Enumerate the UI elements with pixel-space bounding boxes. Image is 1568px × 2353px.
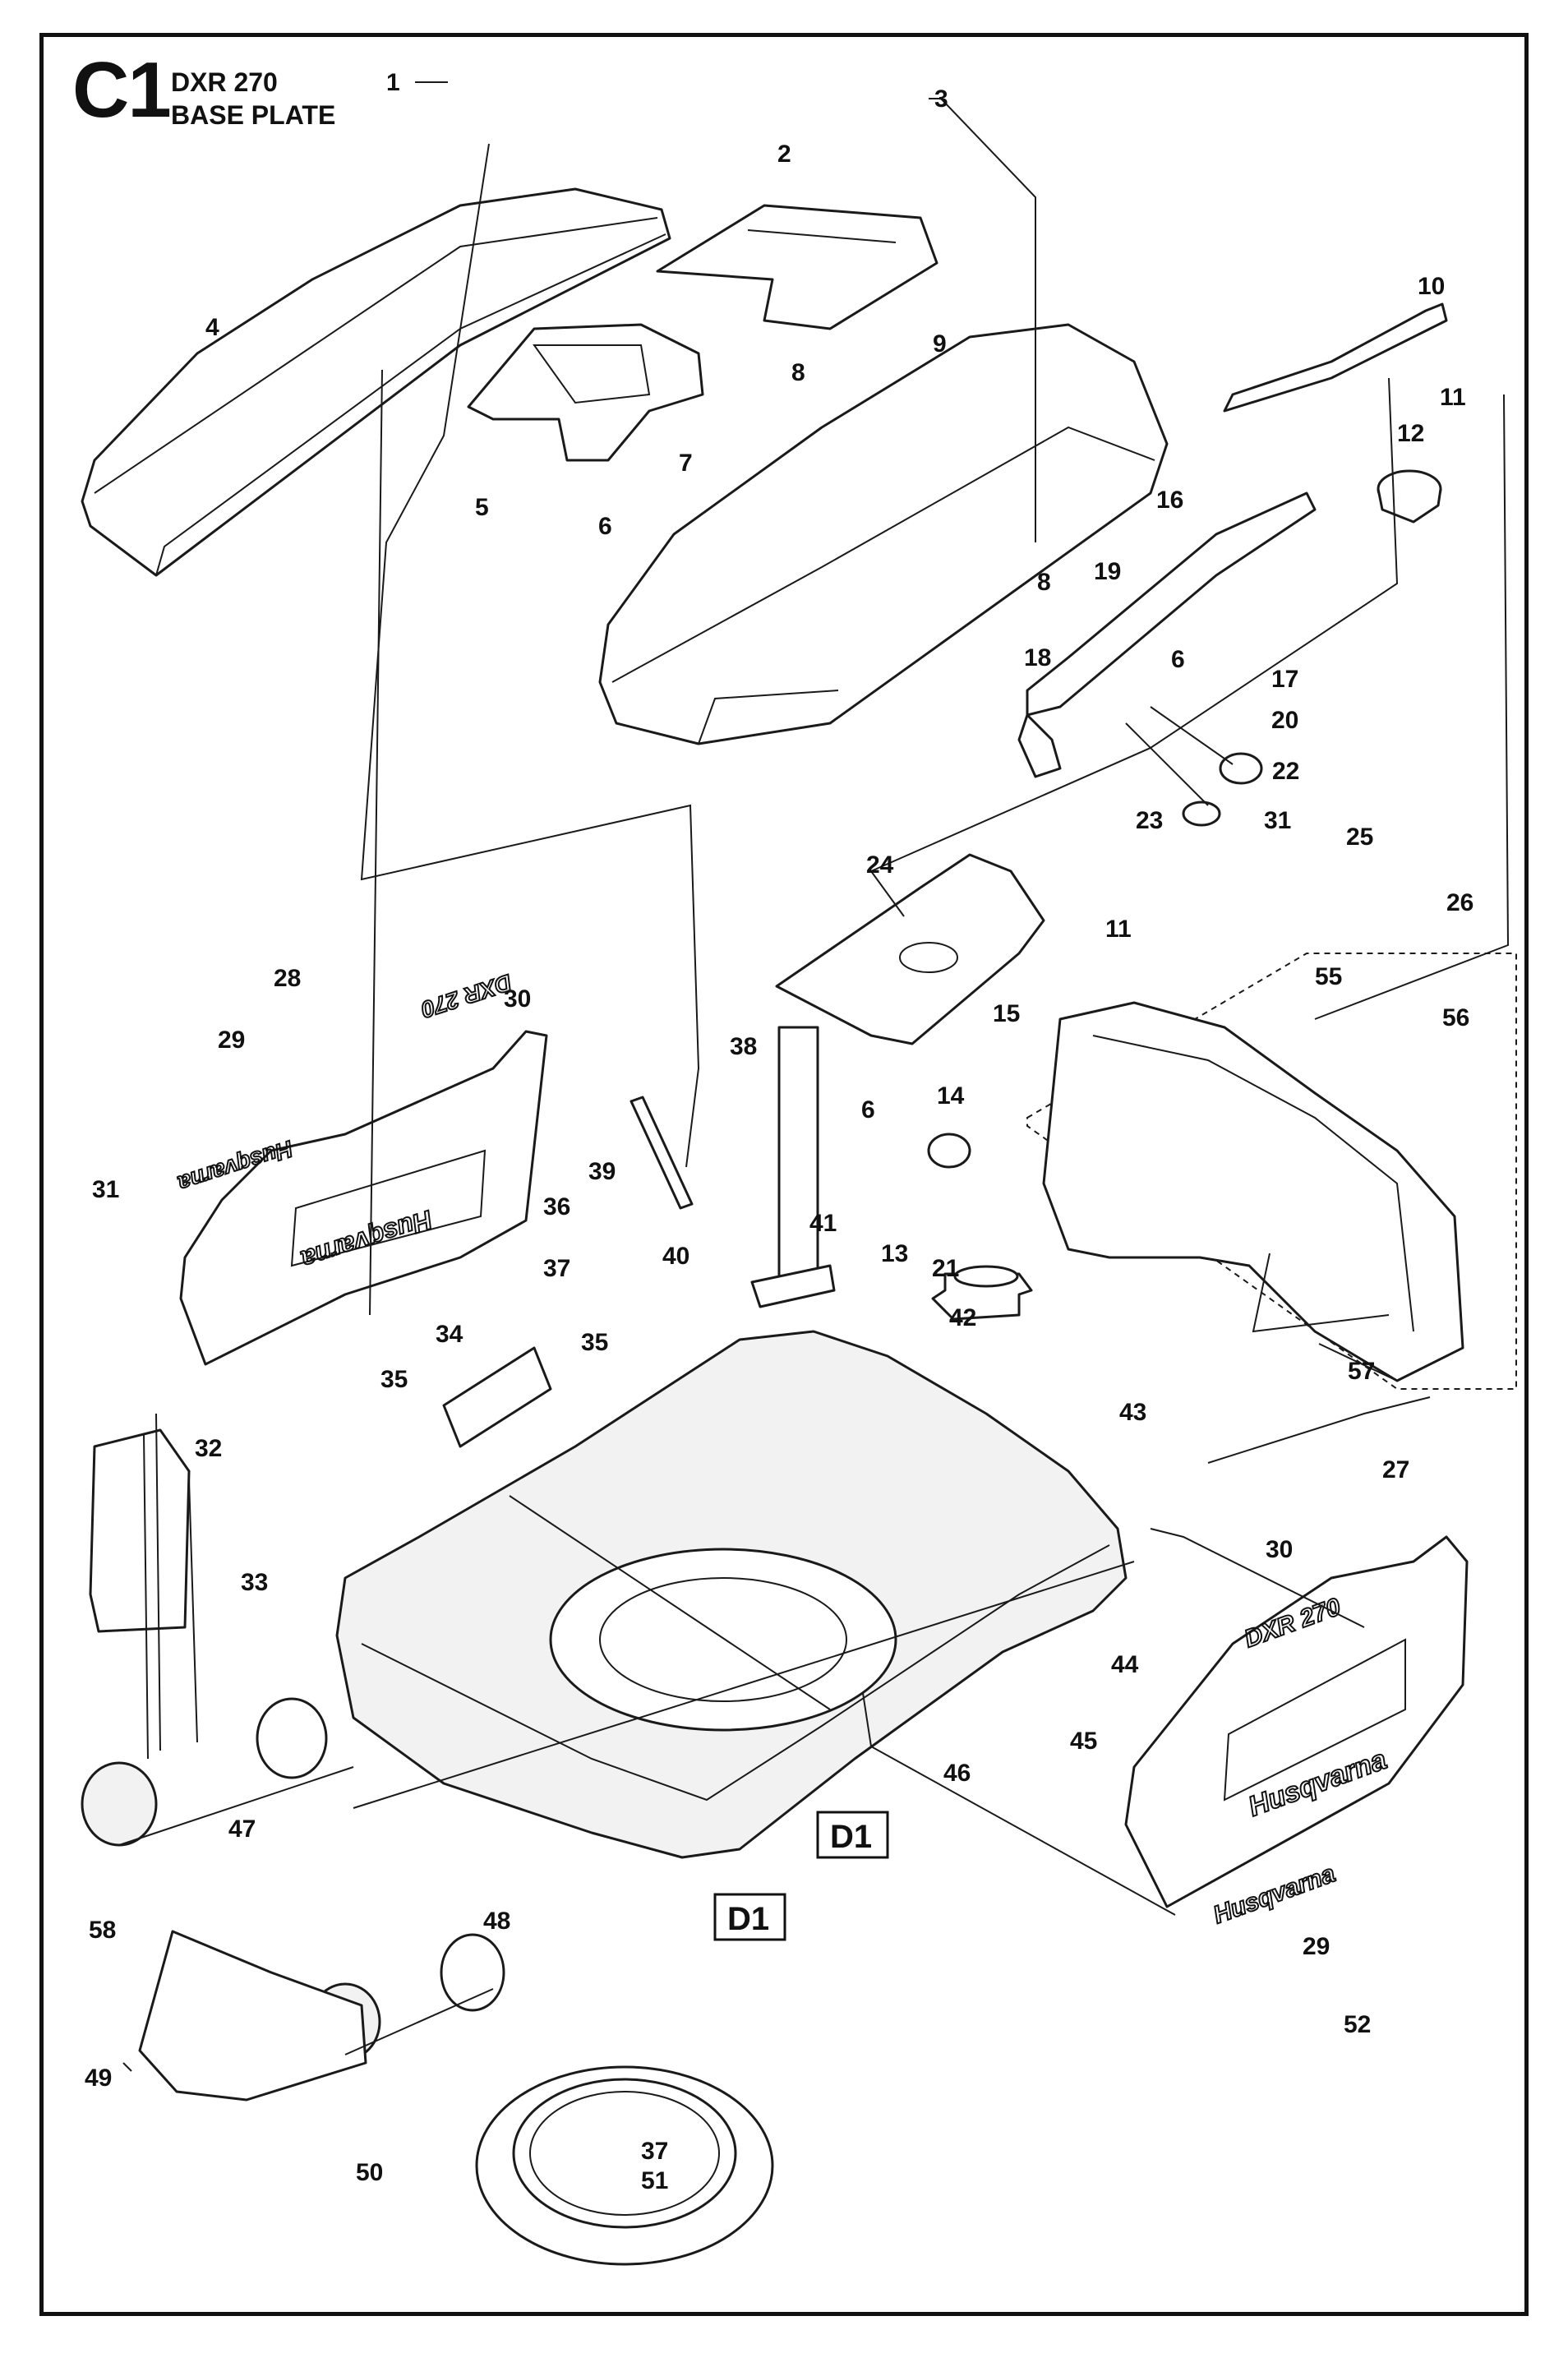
callout: 14 bbox=[937, 1082, 965, 1110]
callout: 11 bbox=[1105, 916, 1132, 943]
callout: 4 bbox=[205, 314, 219, 341]
callout: 8 bbox=[791, 359, 805, 386]
handle-arm bbox=[1017, 302, 1448, 778]
section-ref-d1-a: D1 bbox=[816, 1811, 889, 1859]
callout: 6 bbox=[861, 1096, 875, 1123]
callout: 26 bbox=[1446, 889, 1473, 916]
section-ref-label: D1 bbox=[727, 1901, 769, 1937]
bracket-plate bbox=[467, 323, 704, 462]
callout: 57 bbox=[1348, 1358, 1375, 1385]
right-side-cover: Husqvarna bbox=[1124, 1535, 1469, 1908]
callout: 34 bbox=[436, 1321, 463, 1348]
callout: 20 bbox=[1271, 707, 1298, 734]
callout: 3 bbox=[934, 85, 948, 113]
small-covers bbox=[89, 1346, 552, 1633]
callout: 6 bbox=[1171, 646, 1185, 673]
callout: 38 bbox=[730, 1033, 757, 1060]
bearing-and-pipe bbox=[927, 1133, 1033, 1321]
callout: 2 bbox=[777, 141, 791, 168]
base-frame bbox=[335, 1330, 1128, 1859]
callout: 41 bbox=[809, 1210, 837, 1237]
callout: 39 bbox=[588, 1158, 616, 1185]
callout: 55 bbox=[1315, 963, 1342, 990]
sheet-title: BASE PLATE bbox=[171, 100, 336, 130]
callout: 19 bbox=[1094, 558, 1121, 585]
callout: 40 bbox=[662, 1243, 689, 1270]
callout: 12 bbox=[1397, 420, 1424, 447]
callout-numbers: 1 2 3 4 5 6 6 6 7 8 8 9 10 11 11 12 13 1… bbox=[85, 69, 1473, 2194]
callout: 42 bbox=[949, 1304, 976, 1331]
model-decal-30-text: DXR 270 bbox=[417, 970, 514, 1023]
callout: 37 bbox=[641, 2138, 668, 2165]
slewing-ring bbox=[475, 2065, 774, 2266]
callout: 30 bbox=[504, 985, 531, 1013]
callout: 13 bbox=[881, 1240, 908, 1267]
callout: 35 bbox=[380, 1366, 408, 1393]
callout: 17 bbox=[1271, 666, 1298, 693]
section-ref-label: D1 bbox=[830, 1819, 872, 1855]
callout: 9 bbox=[933, 330, 947, 358]
lower-cover-49 bbox=[138, 1930, 367, 2102]
callout: 36 bbox=[543, 1193, 570, 1220]
mounting-plate bbox=[775, 853, 1045, 1045]
column-41 bbox=[750, 1026, 836, 1308]
callout: 37 bbox=[543, 1255, 570, 1282]
left-top-cover bbox=[81, 187, 671, 577]
callout: 25 bbox=[1346, 824, 1373, 851]
callout: 5 bbox=[475, 494, 489, 521]
callout: 27 bbox=[1382, 1456, 1409, 1483]
callout: 11 bbox=[1440, 384, 1466, 411]
callout: 51 bbox=[641, 2167, 668, 2194]
model-name: DXR 270 bbox=[171, 67, 278, 97]
callout: 8 bbox=[1037, 569, 1051, 596]
right-top-cover bbox=[598, 323, 1169, 745]
drawing-frame bbox=[39, 33, 1529, 2316]
callout: 45 bbox=[1070, 1728, 1097, 1755]
callout: 1 bbox=[386, 69, 400, 96]
callout: 50 bbox=[356, 2159, 383, 2186]
callout: 47 bbox=[228, 1816, 256, 1843]
callout: 49 bbox=[85, 2065, 112, 2092]
callout: 33 bbox=[241, 1569, 268, 1596]
callout: 15 bbox=[993, 1000, 1020, 1027]
callout: 10 bbox=[1418, 273, 1445, 300]
callout: 21 bbox=[932, 1255, 959, 1282]
callout: 31 bbox=[92, 1176, 119, 1203]
left-side-cover: Husqvarna bbox=[179, 1030, 548, 1366]
callout: 44 bbox=[1111, 1651, 1139, 1678]
leader-lines bbox=[118, 81, 1510, 2072]
callout: 35 bbox=[581, 1329, 608, 1356]
callout: 18 bbox=[1024, 644, 1051, 671]
callout: 32 bbox=[195, 1435, 222, 1462]
callout: 28 bbox=[274, 965, 301, 992]
callout: 31 bbox=[1264, 807, 1291, 834]
callout: 23 bbox=[1136, 807, 1163, 834]
top-plate bbox=[656, 204, 938, 330]
callout: 52 bbox=[1344, 2011, 1371, 2038]
callout: 46 bbox=[943, 1760, 971, 1787]
sheet-code: C1 bbox=[72, 46, 172, 134]
callout: 29 bbox=[1303, 1933, 1330, 1960]
callout: 29 bbox=[218, 1027, 245, 1054]
callout: 22 bbox=[1272, 758, 1299, 785]
callout: 30 bbox=[1266, 1536, 1293, 1563]
callout: 43 bbox=[1119, 1399, 1146, 1426]
callout: 56 bbox=[1442, 1004, 1469, 1031]
callout: 58 bbox=[89, 1917, 116, 1944]
callout: 48 bbox=[483, 1908, 510, 1935]
callout: 6 bbox=[598, 513, 612, 540]
callout: 7 bbox=[679, 450, 693, 477]
callout: 24 bbox=[866, 851, 894, 879]
callout: 16 bbox=[1156, 487, 1183, 514]
rod-39 bbox=[630, 1096, 694, 1210]
section-ref-d1-b: D1 bbox=[713, 1893, 786, 1941]
